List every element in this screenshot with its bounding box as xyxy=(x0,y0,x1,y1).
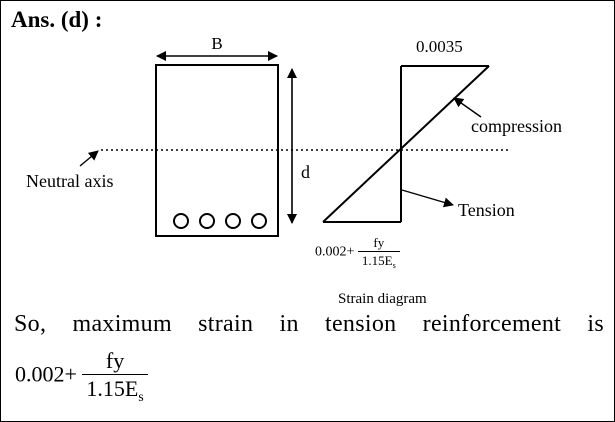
formula-fraction: fy 1.15Es xyxy=(357,235,400,270)
tension-arrow xyxy=(401,189,454,208)
reinforcement-bar-4 xyxy=(251,213,267,229)
reinforcement-bar-1 xyxy=(173,213,189,229)
answer-formula: 0.002+ fy 1.15Es xyxy=(15,348,148,405)
top-strain-value: 0.0035 xyxy=(416,37,463,56)
answer-formula-fraction: fy 1.15Es xyxy=(82,348,148,405)
neutral-axis-callout: Neutral axis xyxy=(26,150,113,191)
compression-callout: compression xyxy=(453,97,562,136)
neutral-axis-label: Neutral axis xyxy=(26,171,113,191)
formula-denominator: 1.15Es xyxy=(357,251,400,270)
answer-formula-prefix: 0.002 xyxy=(15,361,65,387)
width-dimension: B xyxy=(156,34,278,61)
bottom-strain-formula: 0.002+ fy 1.15Es xyxy=(315,235,400,270)
depth-label: d xyxy=(301,162,310,182)
compression-label: compression xyxy=(471,116,562,136)
answer-formula-numerator: fy xyxy=(105,348,125,373)
answer-sentence: So, maximum strain in tension reinforcem… xyxy=(14,311,604,337)
formula-numerator: fy xyxy=(373,235,385,250)
formula-prefix: 0.002 xyxy=(315,244,347,260)
compression-arrow xyxy=(453,97,482,118)
width-label: B xyxy=(211,34,222,53)
depth-dimension: d xyxy=(287,68,310,224)
beam-strain-diagram: B d Neutral axis 0.0035 compression Tens… xyxy=(26,34,562,237)
tension-callout: Tension xyxy=(401,189,515,220)
answer-formula-denominator: 1.15Es xyxy=(82,374,148,405)
strain-slope-line xyxy=(322,65,490,223)
formula-plus: + xyxy=(346,244,355,260)
neutral-axis-arrow xyxy=(79,150,99,167)
reinforcement-bar-3 xyxy=(225,213,241,229)
answer-label: Ans. (d) : xyxy=(11,7,103,32)
reinforcement-bars xyxy=(173,213,267,229)
tension-label: Tension xyxy=(458,200,515,220)
strain-diagram-caption: Strain diagram xyxy=(338,291,427,307)
answer-formula-plus: + xyxy=(64,361,77,387)
strain-profile xyxy=(322,65,490,223)
reinforcement-bar-2 xyxy=(199,213,215,229)
